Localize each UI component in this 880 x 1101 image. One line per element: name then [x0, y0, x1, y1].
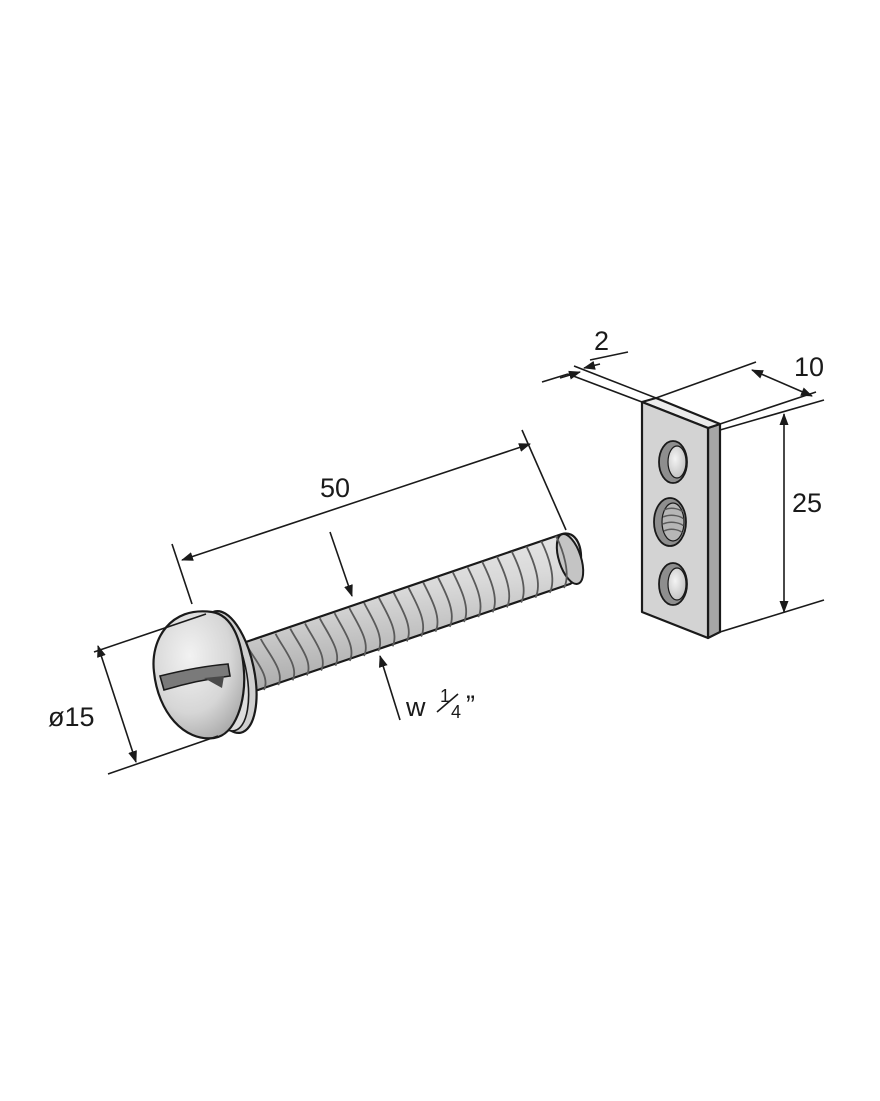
dim-thread-fraction-bar: [436, 693, 459, 713]
thread-ridge: [437, 576, 453, 628]
dim-thread-num: 1: [440, 686, 450, 706]
thread-ridge: [392, 592, 410, 642]
thread-ridge: [407, 587, 424, 637]
thread-ridge: [333, 612, 353, 662]
dim-thickness: 2: [541, 326, 657, 403]
dim-thickness-label: 2: [594, 326, 609, 356]
thread-ridge: [540, 540, 554, 594]
bolt-shaft: [237, 532, 583, 692]
bolt-threads: [245, 535, 568, 691]
thread-ridge: [259, 638, 281, 686]
dim-thread-inch: ”: [466, 690, 475, 720]
thread-ridge: [466, 566, 482, 618]
dim-height: 25: [719, 399, 825, 633]
dim-thread-label: w: [405, 692, 426, 722]
bolt-icon: [152, 532, 585, 740]
dim-length-label: 50: [320, 473, 350, 503]
plate-side: [706, 422, 722, 640]
thread-ridge: [451, 571, 468, 623]
bolt-slot: [159, 663, 231, 691]
thread-ridge: [378, 597, 396, 647]
bolt-slot-shadow: [204, 676, 224, 688]
thread-ridge: [555, 535, 568, 589]
thread-ridge: [422, 581, 439, 633]
thread-ridge: [289, 628, 310, 676]
dim-length: 50: [171, 429, 567, 605]
plate-hole-top: [658, 440, 688, 484]
plate-hole-bottom: [658, 562, 688, 606]
thread-ridge: [304, 623, 324, 671]
thread-ridge: [274, 633, 296, 681]
dim-height-label: 25: [792, 488, 822, 518]
thread-ridge: [481, 561, 496, 613]
dim-thread-den: 4: [451, 702, 461, 722]
thread-ridge: [363, 602, 381, 652]
dim-thread: w 1 4 ”: [329, 531, 475, 722]
nut-plate-icon: [640, 396, 722, 640]
plate-hole-threaded: [653, 497, 687, 547]
dim-diameter-label: ø15: [48, 702, 95, 732]
bolt-shaft-end: [555, 533, 585, 585]
dim-width: 10: [655, 352, 824, 425]
dim-width-label: 10: [794, 352, 824, 382]
thread-ridge: [348, 607, 367, 657]
dim-diameter: ø15: [48, 613, 219, 775]
thread-ridge: [319, 617, 338, 667]
